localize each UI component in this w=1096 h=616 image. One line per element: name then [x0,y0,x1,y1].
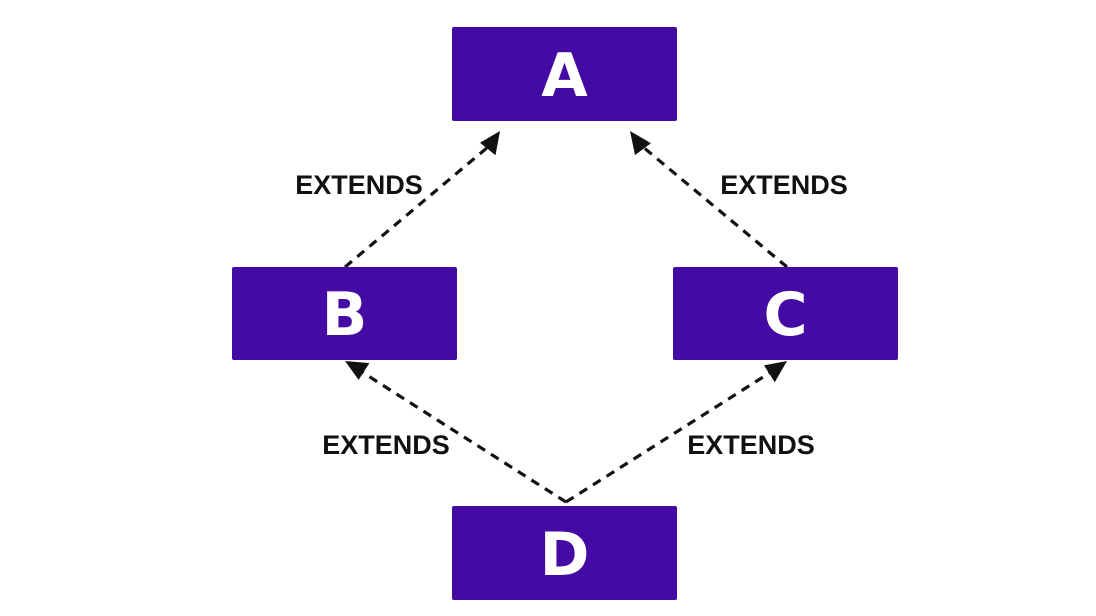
edge-c-to-a-line [641,145,789,269]
edge-d-to-c-line [565,370,772,504]
node-c: C [673,267,898,360]
edge-label-c-to-a: EXTENDS [720,170,848,200]
node-c-label: C [763,280,807,350]
node-a-box [452,27,677,121]
node-d: D [452,506,677,600]
arrowhead-d-to-b [345,361,370,380]
edge-label-d-to-b: EXTENDS [322,430,450,460]
edge-d-to-c: EXTENDS [565,361,815,504]
arrowhead-b-to-a [480,131,500,156]
node-d-label: D [540,520,590,590]
edge-b-to-a-line [343,145,490,269]
arrowhead-d-to-c [764,361,787,383]
node-b-box [232,267,457,360]
edge-d-to-b: EXTENDS [322,361,567,504]
edge-label-b-to-a: EXTENDS [295,170,423,200]
node-d-box [452,506,677,600]
edge-label-d-to-c: EXTENDS [687,430,815,460]
node-b: B [232,267,457,360]
edge-d-to-b-line [361,370,567,504]
edge-c-to-a: EXTENDS [630,131,848,269]
node-c-box [673,267,898,360]
node-b-label: B [322,280,368,350]
arrowhead-c-to-a [630,131,651,155]
node-a: A [452,27,677,121]
edge-b-to-a: EXTENDS [295,131,500,269]
node-a-label: A [541,41,588,111]
